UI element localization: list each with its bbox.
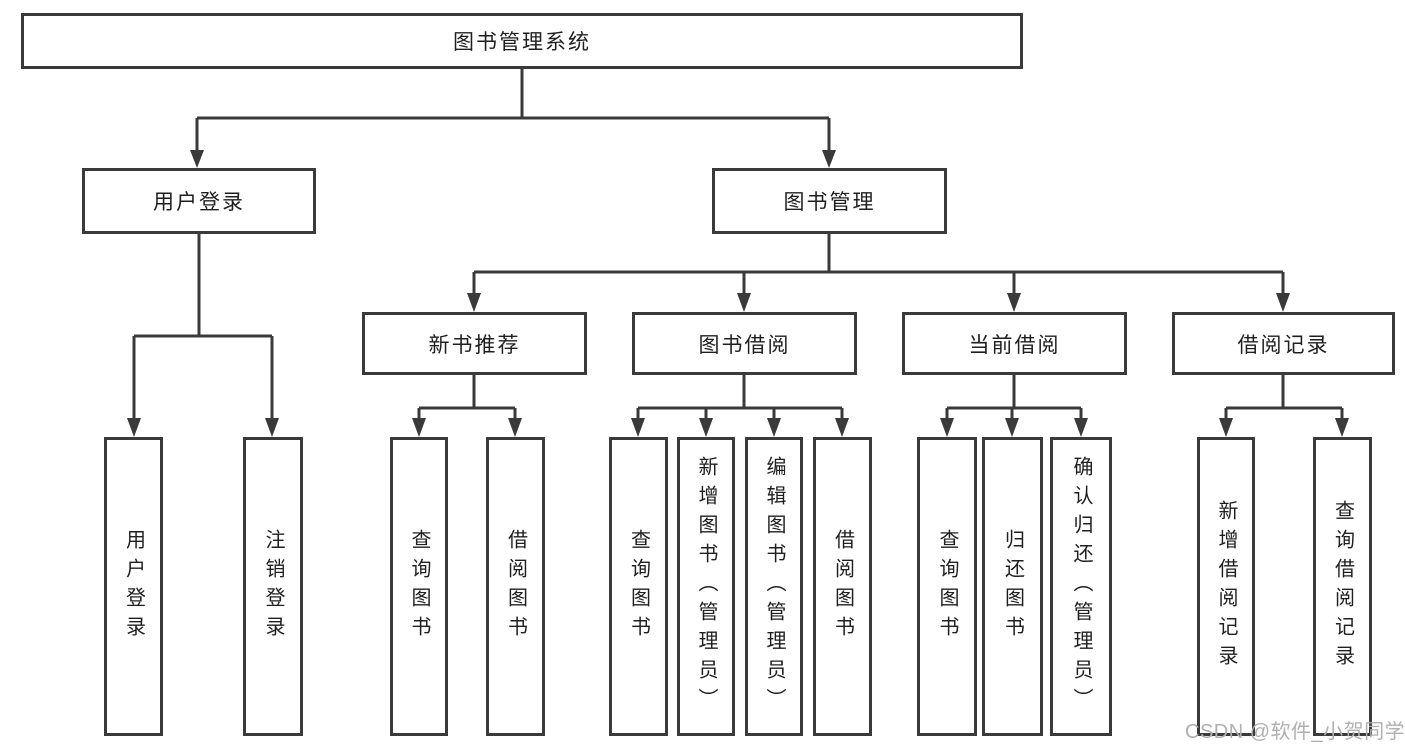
arrow-down-icon (1335, 418, 1349, 437)
leaf-recommend-query-book-label: 查询图书 (408, 528, 430, 645)
leaf-add-book-admin-label: 新增图书（管理员） (695, 456, 717, 717)
arrow-down-icon (1005, 418, 1019, 437)
node-new-book-recommend: 新书推荐 (362, 312, 587, 375)
arrow-down-icon (1007, 293, 1021, 312)
node-user-login: 用户登录 (82, 168, 316, 234)
node-root-label: 图书管理系统 (453, 31, 591, 54)
leaf-edit-book-admin-label: 编辑图书（管理员） (763, 456, 785, 717)
connector-new-book-to-children (417, 375, 517, 419)
arrow-down-icon (767, 418, 781, 437)
arrow-down-icon (1276, 293, 1290, 312)
connector-book-borrow-to-children (636, 375, 844, 419)
leaf-add-borrow-record-label: 新增借阅记录 (1215, 499, 1237, 674)
connector-borrow-records-to-children (1224, 375, 1344, 419)
arrow-down-icon (1074, 418, 1088, 437)
arrowheads (127, 150, 1349, 437)
node-book-management-label: 图书管理 (783, 191, 876, 214)
arrow-down-icon (940, 418, 954, 437)
node-current-borrow: 当前借阅 (902, 312, 1127, 375)
node-borrow-records-label: 借阅记录 (1237, 333, 1330, 357)
leaf-borrow-query-book: 查询图书 (609, 437, 668, 736)
node-new-book-recommend-label: 新书推荐 (428, 333, 521, 357)
arrow-down-icon (508, 418, 522, 437)
node-current-borrow-label: 当前借阅 (968, 333, 1061, 357)
leaf-recommend-borrow-book-label: 借阅图书 (504, 528, 527, 645)
leaf-recommend-query-book: 查询图书 (390, 437, 448, 736)
leaf-borrow-query-book-label: 查询图书 (627, 528, 650, 645)
leaf-current-query-book-label: 查询图书 (936, 528, 958, 645)
node-root: 图书管理系统 (21, 13, 1023, 69)
leaf-add-book-admin: 新增图书（管理员） (677, 437, 735, 736)
leaf-logout: 注销登录 (243, 437, 303, 736)
node-book-borrow: 图书借阅 (632, 312, 857, 375)
leaf-user-login-label: 用户登录 (122, 528, 145, 645)
leaf-recommend-borrow-book: 借阅图书 (486, 437, 545, 736)
node-book-borrow-label: 图书借阅 (698, 333, 791, 357)
leaf-current-query-book: 查询图书 (917, 437, 977, 736)
leaf-query-borrow-record: 查询借阅记录 (1313, 437, 1372, 736)
node-borrow-records: 借阅记录 (1172, 312, 1395, 375)
leaf-confirm-return-admin-label: 确认归还（管理员） (1070, 456, 1092, 717)
leaf-edit-book-admin: 编辑图书（管理员） (745, 437, 803, 736)
leaf-borrow-book: 借阅图书 (813, 437, 872, 736)
leaf-return-book-label: 归还图书 (1001, 528, 1024, 645)
connector-current-borrow-to-children (945, 375, 1083, 419)
arrow-down-icon (127, 418, 141, 437)
arrow-down-icon (822, 150, 836, 168)
connector-book-management-to-level3 (472, 234, 1285, 294)
leaf-add-borrow-record: 新增借阅记录 (1197, 437, 1255, 736)
connector-root-to-level2 (195, 69, 831, 151)
arrow-down-icon (631, 418, 645, 437)
leaf-borrow-book-label: 借阅图书 (831, 528, 854, 645)
arrow-down-icon (699, 418, 713, 437)
arrow-down-icon (1219, 418, 1233, 437)
arrow-down-icon (737, 293, 751, 312)
leaf-confirm-return-admin: 确认归还（管理员） (1050, 437, 1112, 736)
node-user-login-label: 用户登录 (153, 191, 245, 214)
leaf-query-borrow-record-label: 查询借阅记录 (1331, 499, 1354, 674)
arrow-down-icon (265, 418, 279, 437)
leaf-return-book: 归还图书 (982, 437, 1043, 736)
node-book-management: 图书管理 (712, 168, 947, 234)
arrow-down-icon (412, 418, 426, 437)
arrow-down-icon (467, 293, 481, 312)
leaf-user-login: 用户登录 (104, 437, 163, 736)
arrow-down-icon (835, 418, 849, 437)
arrow-down-icon (190, 150, 204, 168)
csdn-watermark: CSDN @软件_小贺同学 (1185, 721, 1405, 743)
connector-user-login-to-children (132, 234, 274, 419)
leaf-logout-label: 注销登录 (262, 528, 284, 645)
